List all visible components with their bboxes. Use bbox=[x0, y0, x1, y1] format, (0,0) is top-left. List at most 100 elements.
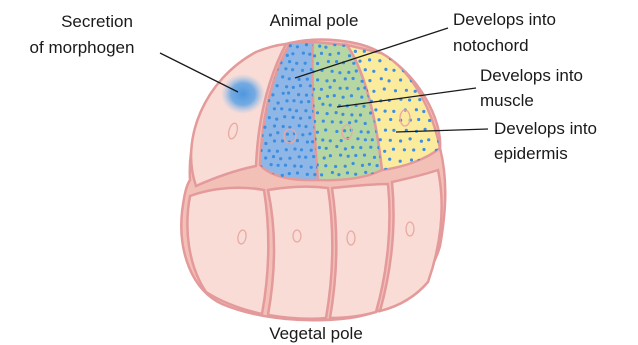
stipple-dot bbox=[329, 104, 332, 107]
stipple-dot bbox=[326, 95, 329, 98]
stipple-dot bbox=[304, 125, 307, 128]
stipple-dot bbox=[388, 79, 391, 82]
stipple-dot bbox=[329, 86, 332, 89]
stipple-dot bbox=[298, 155, 301, 158]
stipple-dot bbox=[279, 157, 282, 160]
stipple-dot bbox=[321, 138, 324, 141]
stipple-dot bbox=[367, 131, 370, 134]
stipple-dot bbox=[340, 139, 343, 142]
stipple-dot bbox=[333, 79, 336, 82]
stipple-dot bbox=[422, 148, 425, 151]
stipple-dot bbox=[423, 47, 426, 50]
stipple-dot bbox=[346, 171, 349, 174]
stipple-dot bbox=[300, 100, 303, 103]
stipple-dot bbox=[318, 146, 321, 149]
stipple-dot bbox=[384, 68, 387, 71]
stipple-dot bbox=[368, 58, 371, 61]
stipple-dot bbox=[318, 45, 321, 48]
stipple-dot bbox=[383, 150, 386, 153]
stipple-dot bbox=[355, 69, 358, 72]
stipple-dot bbox=[288, 77, 291, 80]
stipple-dot bbox=[321, 103, 324, 106]
stipple-dot bbox=[293, 164, 296, 167]
stipple-dot bbox=[423, 87, 426, 90]
label-vegetal-pole: Vegetal pole bbox=[269, 324, 363, 343]
stipple-dot bbox=[392, 129, 395, 132]
stipple-dot bbox=[338, 71, 341, 74]
stipple-dot bbox=[264, 156, 267, 159]
label-notochord-line2: notochord bbox=[453, 36, 529, 55]
label-secretion-line2: of morphogen bbox=[30, 38, 135, 57]
stipple-dot bbox=[364, 171, 367, 174]
stipple-dot bbox=[277, 101, 280, 104]
stipple-dot bbox=[384, 129, 387, 132]
stipple-dot bbox=[284, 164, 287, 167]
stipple-dot bbox=[311, 140, 314, 143]
stipple-dot bbox=[284, 67, 287, 70]
stipple-dot bbox=[417, 79, 420, 82]
stipple-dot bbox=[358, 60, 361, 63]
stipple-dot bbox=[348, 54, 351, 57]
stipple-dot bbox=[354, 173, 357, 176]
stipple-dot bbox=[273, 124, 276, 127]
stipple-dot bbox=[417, 118, 420, 121]
stipple-dot bbox=[410, 158, 413, 161]
stipple-dot bbox=[389, 118, 392, 121]
stipple-dot bbox=[304, 62, 307, 65]
stipple-dot bbox=[409, 137, 412, 140]
stipple-dot bbox=[341, 113, 344, 116]
stipple-dot bbox=[269, 133, 272, 136]
stipple-dot bbox=[392, 110, 395, 113]
stipple-dot bbox=[281, 139, 284, 142]
stipple-dot bbox=[288, 172, 291, 175]
stipple-dot bbox=[394, 89, 397, 92]
stipple-dot bbox=[318, 97, 321, 100]
stipple-dot bbox=[359, 146, 362, 149]
stipple-dot bbox=[263, 126, 266, 129]
stipple-dot bbox=[306, 140, 309, 143]
stipple-dot bbox=[342, 96, 345, 99]
stipple-dot bbox=[427, 138, 430, 141]
stipple-dot bbox=[291, 68, 294, 71]
stipple-dot bbox=[322, 120, 325, 123]
stipple-dot bbox=[326, 112, 329, 115]
stipple-dot bbox=[372, 70, 375, 73]
morphogen-spot bbox=[221, 74, 265, 114]
stipple-dot bbox=[376, 164, 379, 167]
stipple-dot bbox=[383, 87, 386, 90]
stipple-dot bbox=[413, 69, 416, 72]
stipple-dot bbox=[420, 140, 423, 143]
stipple-dot bbox=[360, 130, 363, 133]
stipple-dot bbox=[316, 62, 319, 65]
stipple-dot bbox=[327, 60, 330, 63]
stipple-dot bbox=[302, 52, 305, 55]
stipple-dot bbox=[388, 158, 391, 161]
stipple-dot bbox=[363, 154, 366, 157]
label-notochord-line1: Develops into bbox=[453, 10, 556, 29]
stipple-dot bbox=[414, 90, 417, 93]
stipple-dot bbox=[361, 164, 364, 167]
stipple-dot bbox=[256, 45, 259, 48]
stipple-dot bbox=[300, 148, 303, 151]
stipple-dot bbox=[300, 165, 303, 168]
stipple-dot bbox=[428, 97, 431, 100]
stipple-dot bbox=[337, 52, 340, 55]
stipple-dot bbox=[357, 87, 360, 90]
stipple-dot bbox=[403, 148, 406, 151]
stipple-dot bbox=[415, 108, 418, 111]
stipple-dot bbox=[310, 166, 313, 169]
label-animal-pole: Animal pole bbox=[270, 11, 359, 30]
stipple-dot bbox=[310, 149, 313, 152]
stipple-dot bbox=[328, 53, 331, 56]
stipple-dot bbox=[312, 155, 315, 158]
stipple-dot bbox=[344, 147, 347, 150]
vegetal-cell-2 bbox=[268, 187, 332, 319]
stipple-dot bbox=[392, 47, 395, 50]
stipple-dot bbox=[276, 131, 279, 134]
stipple-dot bbox=[263, 44, 266, 47]
stipple-dot bbox=[434, 69, 437, 72]
stipple-dot bbox=[399, 58, 402, 61]
stipple-dot bbox=[291, 52, 294, 55]
stipple-dot bbox=[333, 94, 336, 97]
stipple-dot bbox=[399, 160, 402, 163]
